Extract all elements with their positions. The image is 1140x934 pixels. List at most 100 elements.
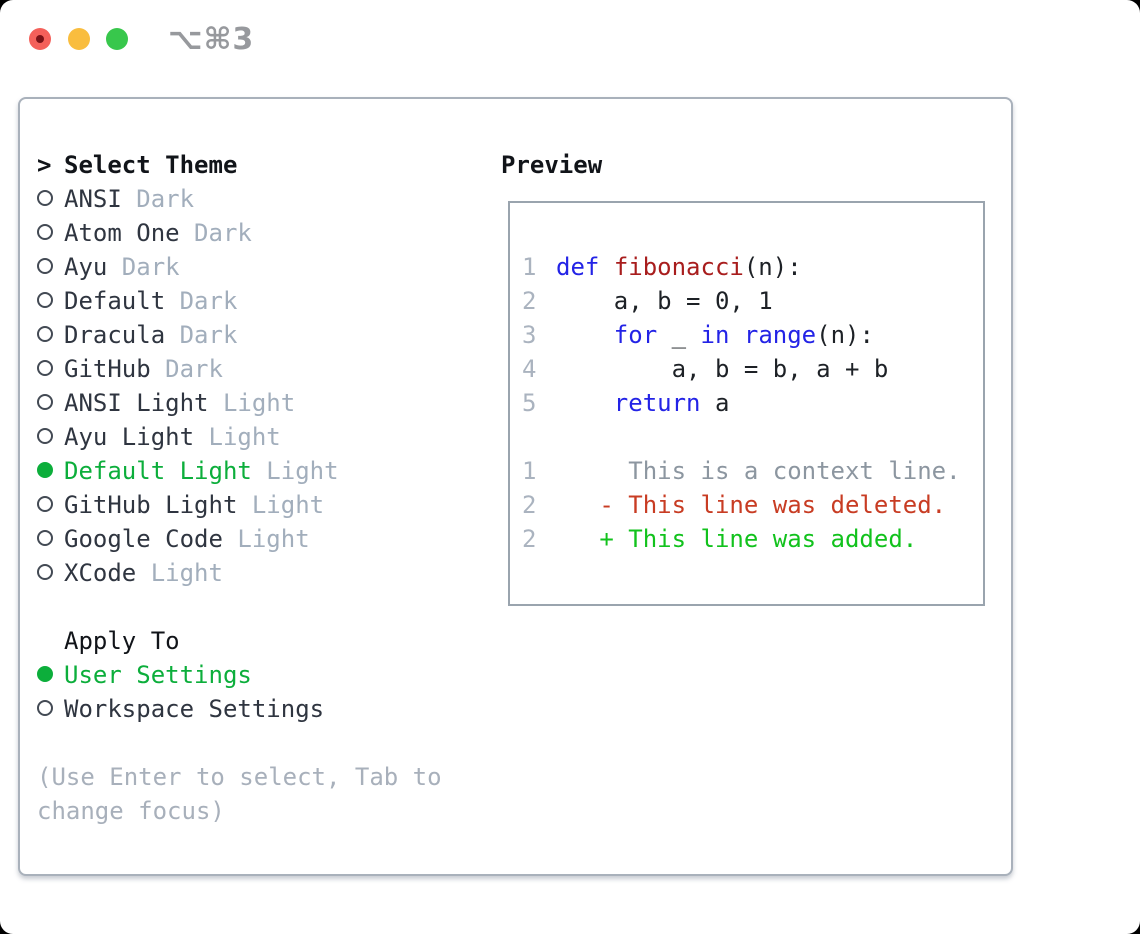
theme-option[interactable]: GitHub Dark (37, 352, 442, 386)
theme-variant-tag: Dark (165, 287, 238, 315)
radio-dot (37, 190, 53, 206)
radio-dot (37, 360, 53, 376)
theme-variant-tag: Dark (107, 253, 180, 281)
code-segment: + This line was added. (556, 525, 918, 553)
code-segment (599, 253, 613, 281)
cursor-icon: > (37, 151, 52, 179)
theme-variant-tag: Light (237, 491, 325, 519)
theme-name: GitHub (64, 355, 151, 383)
code-segment: for (613, 321, 658, 349)
theme-variant-tag: Dark (150, 355, 223, 383)
radio-icon (37, 692, 64, 726)
code-segment: (n): (743, 253, 802, 281)
radio-icon (37, 216, 64, 250)
theme-option[interactable]: GitHub Light Light (37, 488, 442, 522)
theme-name: ANSI Light (64, 389, 209, 417)
help-text: (Use Enter to select, Tab to change focu… (37, 760, 442, 828)
theme-name: Default (64, 287, 166, 315)
theme-list-title: Select Theme (64, 151, 238, 179)
radio-icon (37, 522, 64, 556)
radio-dot (37, 326, 53, 342)
theme-option[interactable]: XCode Light (37, 556, 442, 590)
apply-to-title: Apply To (64, 627, 180, 655)
preview-title: Preview (501, 151, 603, 179)
radio-dot (37, 564, 53, 580)
radio-icon (37, 182, 64, 216)
close-button[interactable] (29, 28, 51, 50)
radio-icon (37, 284, 64, 318)
theme-option[interactable]: Ayu Light Light (37, 420, 442, 454)
theme-option[interactable]: Default Dark (37, 284, 442, 318)
radio-icon (37, 318, 64, 352)
code-segment: This is a context line. (556, 457, 961, 485)
code-segment: (n): (816, 321, 874, 349)
code-segment: range (743, 321, 817, 349)
code-segment: return (613, 389, 701, 417)
code-line: 1 This is a context line. (522, 454, 983, 488)
theme-name: Dracula (64, 321, 166, 349)
radio-dot (37, 394, 53, 410)
theme-option[interactable]: ANSI Dark (37, 182, 442, 216)
selected-radio-icon (37, 658, 64, 692)
theme-variant-tag: Dark (165, 321, 238, 349)
theme-option[interactable]: ANSI Light Light (37, 386, 442, 420)
code-segment: a (700, 389, 730, 417)
apply-to-option[interactable]: User Settings (37, 658, 442, 692)
line-number: 1 (522, 457, 537, 485)
line-number: 4 (522, 355, 537, 383)
radio-dot (37, 496, 53, 512)
theme-name: ANSI (64, 185, 122, 213)
theme-variant-tag: Light (222, 525, 310, 553)
theme-option[interactable]: Google Code Light (37, 522, 442, 556)
radio-icon (37, 556, 64, 590)
theme-variant-tag: Light (251, 457, 339, 485)
code-segment: a, b = b, a + b (556, 355, 889, 383)
theme-name: XCode (64, 559, 137, 587)
help-text-line: change focus) (37, 797, 225, 825)
radio-dot (37, 700, 53, 716)
code-line: 3 for _ in range(n): (522, 318, 983, 352)
code-line: 5 return a (522, 386, 983, 420)
theme-option[interactable]: Atom One Dark (37, 216, 442, 250)
code-segment: _ (657, 321, 701, 349)
theme-name: GitHub Light (64, 491, 238, 519)
theme-name: Ayu (64, 253, 108, 281)
apply-to-label: Workspace Settings (64, 695, 325, 723)
theme-name: Default Light (64, 457, 252, 485)
line-number: 5 (522, 389, 537, 417)
code-line: 2 - This line was deleted. (522, 488, 983, 522)
radio-dot (37, 428, 53, 444)
window-shortcut-label: ⌥⌘3 (168, 22, 255, 57)
radio-dot (37, 224, 53, 240)
spacer (37, 590, 442, 624)
theme-option[interactable]: Ayu Dark (37, 250, 442, 284)
radio-icon (37, 250, 64, 284)
code-line: 2 a, b = 0, 1 (522, 284, 983, 318)
minimize-button[interactable] (68, 28, 90, 50)
theme-option[interactable]: Dracula Dark (37, 318, 442, 352)
code-segment (556, 389, 614, 417)
code-segment (729, 321, 743, 349)
maximize-button[interactable] (106, 28, 128, 50)
radio-icon (37, 352, 64, 386)
code-segment: - This line was deleted. (556, 491, 947, 519)
apply-to-option[interactable]: Workspace Settings (37, 692, 442, 726)
code-segment: in (700, 321, 730, 349)
radio-dot (37, 292, 53, 308)
code-segment (556, 321, 614, 349)
theme-option[interactable]: Default Light Light (37, 454, 442, 488)
theme-list-header: > Select Theme (37, 148, 442, 182)
theme-variant-tag: Light (136, 559, 223, 587)
radio-dot (37, 530, 53, 546)
radio-icon (37, 386, 64, 420)
code-line: 2 + This line was added. (522, 522, 983, 556)
apply-to-label: User Settings (64, 661, 252, 689)
spacer (37, 726, 442, 760)
line-number: 2 (522, 525, 537, 553)
